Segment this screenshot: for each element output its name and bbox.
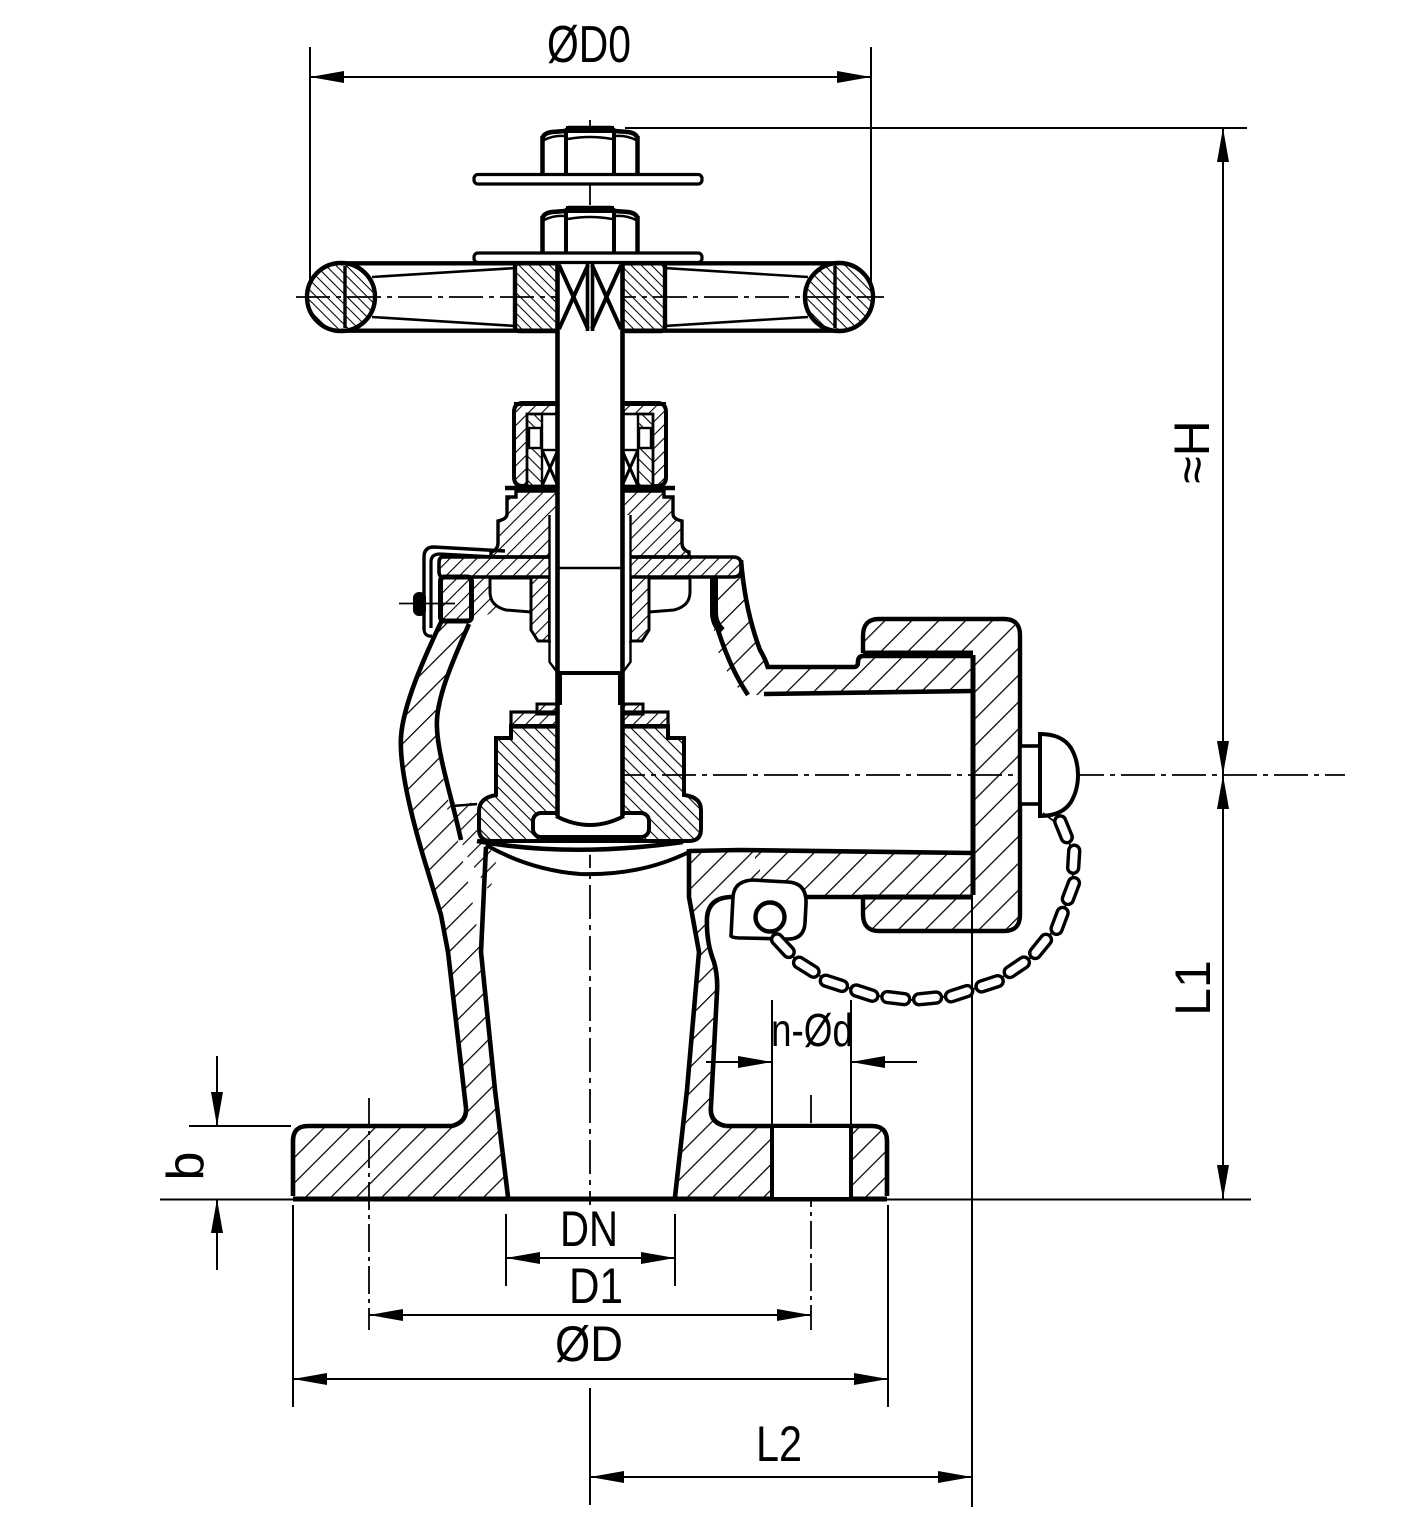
svg-text:D1: D1 — [569, 1258, 623, 1314]
svg-text:L1: L1 — [1165, 960, 1221, 1016]
svg-text:L2: L2 — [756, 1416, 802, 1472]
svg-text:n-Ød: n-Ød — [771, 1004, 853, 1056]
svg-text:ØD0: ØD0 — [547, 16, 631, 74]
svg-text:≈H: ≈H — [1164, 420, 1220, 484]
svg-text:b: b — [157, 1152, 215, 1181]
svg-text:ØD: ØD — [555, 1316, 623, 1372]
svg-text:DN: DN — [560, 1201, 618, 1257]
